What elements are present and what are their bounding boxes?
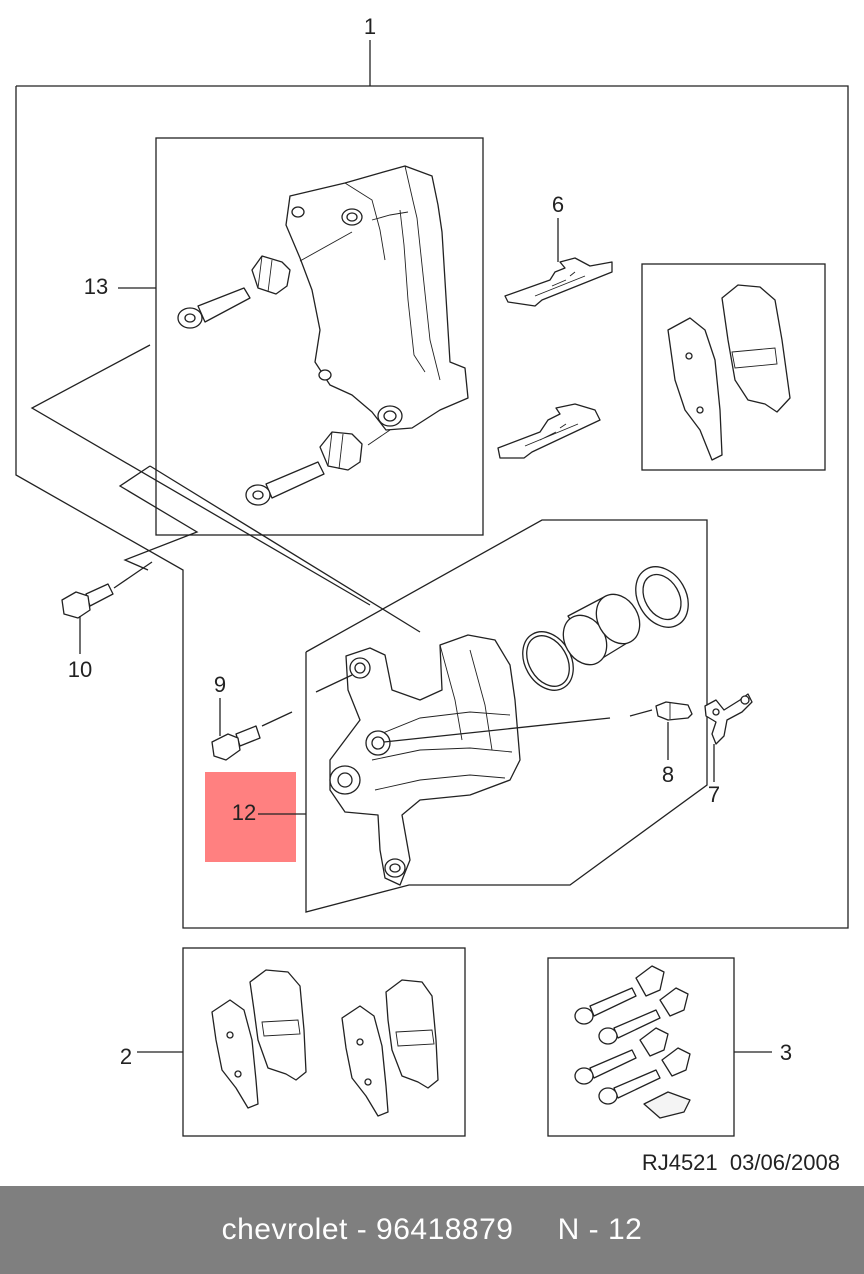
bleeder-screw xyxy=(655,701,693,721)
carrier-box xyxy=(155,137,484,536)
callout-7: 7 xyxy=(708,782,720,807)
pad-kit-box xyxy=(182,947,466,1137)
callout-10: 10 xyxy=(68,657,92,682)
callout-2: 2 xyxy=(120,1044,132,1069)
anti-rattle-clip-upper xyxy=(504,257,613,307)
piston-dust-boot xyxy=(635,566,689,628)
anti-rattle-clip-lower xyxy=(497,403,601,459)
footer-bar: chevrolet - 96418879 N - 12 xyxy=(0,1186,864,1274)
hose-bracket xyxy=(704,693,753,745)
callout-12: 12 xyxy=(232,800,256,825)
guide-pin-kit-box xyxy=(547,957,735,1137)
caliper-box xyxy=(305,519,708,913)
caliper-piston xyxy=(562,593,641,666)
guide-pin-lower xyxy=(245,429,391,506)
guide-pin-upper xyxy=(177,231,353,329)
guide-pin-kit xyxy=(574,965,691,1119)
assembly-outline xyxy=(15,85,849,929)
callout-9: 9 xyxy=(214,672,226,697)
carrier-bolt xyxy=(61,561,153,619)
callout-13: 13 xyxy=(84,274,108,299)
brake-pad-detail xyxy=(667,284,791,461)
footer-text: chevrolet - 96418879 N - 12 xyxy=(221,1213,643,1246)
caliper-carrier-bracket xyxy=(285,165,469,431)
brake-caliper-exploded-diagram: 1 13 xyxy=(15,14,849,1175)
callout-3: 3 xyxy=(780,1040,792,1065)
callout-8: 8 xyxy=(662,762,674,787)
callout-6: 6 xyxy=(552,192,564,217)
callout-1: 1 xyxy=(364,14,376,39)
caliper-housing xyxy=(329,634,521,886)
callout-12-highlight xyxy=(205,772,296,862)
caliper-bolt xyxy=(211,725,261,761)
drawing-code: RJ4521 03/06/2008 xyxy=(642,1150,840,1175)
pad-detail-box xyxy=(641,263,826,471)
brake-pad-set xyxy=(211,969,439,1117)
